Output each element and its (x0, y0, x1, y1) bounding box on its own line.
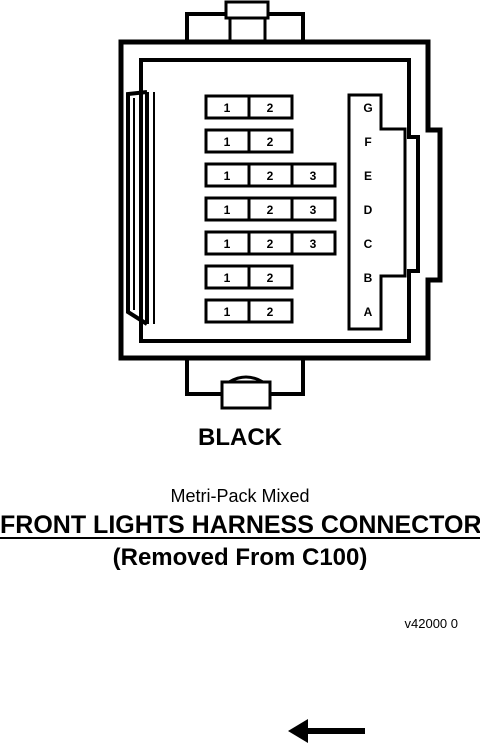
bottom-latch (185, 356, 305, 410)
pin-cavity (247, 128, 294, 154)
pin-number: 1 (224, 135, 231, 149)
terminal-type-label: Metri-Pack Mixed (170, 486, 310, 506)
side-rib (126, 90, 155, 326)
pin-number: 2 (267, 101, 274, 115)
cavity-row-letter: E (364, 169, 372, 183)
pin-number: 1 (224, 101, 231, 115)
connector-color-label: BLACK (198, 424, 282, 451)
cavity-row: 1 2 3 (204, 196, 337, 222)
pin-number: 2 (267, 305, 274, 319)
connector-title: FRONT LIGHTS HARNESS CONNECTOR (0, 511, 480, 539)
cavity-row-letter: B (364, 271, 373, 285)
pin-number: 1 (224, 271, 231, 285)
pin-number: 1 (224, 203, 231, 217)
pin-number: 1 (224, 305, 231, 319)
cavity-row-letter: D (364, 203, 373, 217)
cavity-row-letter: A (364, 305, 373, 319)
connector-subnote: (Removed From C100) (112, 544, 368, 571)
figure-code: v42000 0 (404, 616, 459, 631)
pin-cavity (247, 298, 294, 324)
pin-cavity (290, 162, 337, 188)
cavity-row: 1 2 3 (204, 230, 337, 256)
pin-cavity (247, 94, 294, 120)
pin-number: 2 (267, 135, 274, 149)
pin-cavity (290, 196, 337, 222)
pin-number: 2 (267, 203, 274, 217)
cavity-row-letter: G (363, 101, 372, 115)
letter-strip (347, 93, 407, 331)
pin-number: 3 (310, 237, 317, 251)
pin-cavity (247, 264, 294, 290)
pin-number: 2 (267, 169, 274, 183)
pin-number: 3 (310, 169, 317, 183)
cavity-row-letter: C (364, 237, 373, 251)
pin-number: 1 (224, 169, 231, 183)
housing-inner (139, 58, 420, 343)
cavity-letters: G F E D C B A (363, 101, 372, 319)
pin-number: 2 (267, 271, 274, 285)
arrow-left-icon (288, 719, 365, 743)
pin-number: 3 (310, 203, 317, 217)
pin-number: 2 (267, 237, 274, 251)
cavity-row: 1 2 3 (204, 162, 337, 188)
pin-cavity (290, 230, 337, 256)
cavity-row-letter: F (364, 135, 371, 149)
pin-number: 1 (224, 237, 231, 251)
